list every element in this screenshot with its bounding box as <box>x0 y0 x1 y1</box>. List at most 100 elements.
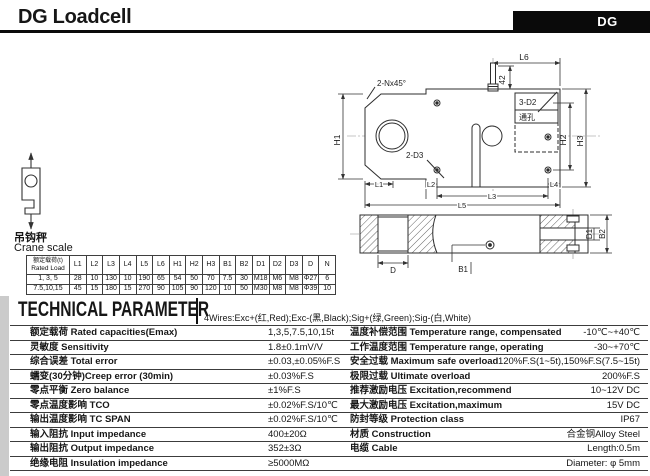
spec-value-left: 400±20Ω <box>268 428 307 440</box>
dimension-table-header: 额定载荷(t) Rated Load L1 L2 L3 L4 L5 L6 H1 … <box>26 255 336 275</box>
dim-value: 65 <box>152 274 170 285</box>
dim-label-42: 42 <box>497 75 507 85</box>
spec-label-left: 绝缘电阻 Insulation impedance <box>30 457 168 469</box>
dim-value: 10 <box>118 274 137 285</box>
spec-value-left: ≥5000MΩ <box>268 457 310 469</box>
dim-value: 10 <box>318 284 336 295</box>
screw-center <box>488 243 492 247</box>
spec-row: 输出温度影响 TC SPAN ±0.02%F.S/10℃ 防封等级 Protec… <box>10 413 648 428</box>
dim-value: 6 <box>318 274 336 285</box>
page-title: DG Loadcell <box>18 6 132 28</box>
load-hole-outer <box>375 119 409 153</box>
spec-value-left: 1.8±0.1mV/V <box>268 341 323 353</box>
spec-value-left: ±0.02%F.S/10℃ <box>268 414 338 425</box>
dim-col-l5: L5 <box>135 255 154 275</box>
spec-value-left: 352±3Ω <box>268 443 302 454</box>
dim-value: 30 <box>235 274 253 285</box>
top-view-dimensions <box>377 214 612 274</box>
dim-label-l5: L5 <box>458 201 466 210</box>
loadcell-body <box>364 88 561 188</box>
dim-value: 7.5 <box>218 274 237 285</box>
crane-label-en: Crane scale <box>14 242 73 254</box>
spec-value-left: ±0.02%F.S/10℃ <box>268 399 338 411</box>
dim-value: 190 <box>135 274 154 285</box>
dim-value: 10 <box>218 284 237 295</box>
dim-value: 15 <box>85 284 104 295</box>
dim-label-b1: B1 <box>458 265 468 274</box>
rated-load-header: 额定载荷(t) Rated Load <box>26 255 70 275</box>
spec-label-left: 综合误差 Total error <box>30 356 118 367</box>
dim-col-l3: L3 <box>102 255 120 275</box>
spec-value-left: ±0.03,±0.05%F.S <box>268 356 341 367</box>
scan-edge-strip <box>0 296 9 476</box>
holes-right-note-label: 3-D2 <box>519 98 537 107</box>
chamfer-note-label: 2-Nx45° <box>377 79 406 88</box>
center-hole <box>481 125 503 147</box>
dim-col-h2: H2 <box>185 255 203 275</box>
wiring-note: 4Wires:Exc+(红,Red);Exc-(黑,Black);Sig+(绿,… <box>204 313 472 323</box>
dim-value: 90 <box>152 284 170 295</box>
spec-value-right: 合金钢Alloy Steel <box>566 428 640 440</box>
rated-load-value: 1, 3, 5 <box>26 274 70 285</box>
dim-col-l2: L2 <box>85 255 104 275</box>
side-dimensions <box>338 58 591 208</box>
dim-value: 120 <box>202 284 220 295</box>
model-badge: DG <box>513 11 650 31</box>
crane-cell-hole <box>24 174 38 188</box>
dim-label-h3: H3 <box>575 135 585 146</box>
dim-col-h1: H1 <box>168 255 187 275</box>
load-hole-inner <box>378 122 406 150</box>
dim-value: 50 <box>235 284 253 295</box>
screw <box>485 240 495 250</box>
section-title: TECHNICAL PARAMETER <box>18 298 210 321</box>
spec-label-left: 零点温度影响 TCO <box>30 399 110 411</box>
spec-label-left: 蠕变(30分钟)Creep error (30min) <box>30 370 174 382</box>
spec-row: 输出阻抗 Output impedance 352±3Ω 电缆 Cable Le… <box>10 442 648 457</box>
bolt-top <box>566 215 580 223</box>
dim-value: M6 <box>268 274 287 285</box>
dim-value: M8 <box>285 274 303 285</box>
dim-value: 50 <box>185 274 203 285</box>
through-hole-callout <box>514 91 559 153</box>
dim-label-l6: L6 <box>519 52 529 62</box>
holes-left-leader <box>426 159 445 179</box>
crane-label-cn: 吊钩秤 <box>14 232 47 244</box>
dim-col-b1: B1 <box>218 255 237 275</box>
dim-col-b2: B2 <box>235 255 253 275</box>
spec-row: 零点平衡 Zero balance ±1%F.S 推荐激励电压 Excitati… <box>10 384 648 399</box>
spec-label-left: 零点平衡 Zero balance <box>30 385 130 396</box>
dim-label-d: D <box>390 266 396 275</box>
dim-label-l4: L4 <box>550 180 558 189</box>
spec-row: 输入阻抗 Input impedance 400±20Ω 材质 Construc… <box>10 428 648 442</box>
spec-value-right: 10~12V DC <box>590 385 640 396</box>
spec-label-left: 输出温度影响 TC SPAN <box>30 414 131 425</box>
spec-label-right: 推荐激励电压 Excitation,recommend <box>350 385 512 396</box>
rated-load-header-en: Rated Load <box>31 264 65 272</box>
spec-row: 额定载荷 Rated capacities(Emax) 1,3,5,7.5,10… <box>10 326 648 341</box>
dim-value: 105 <box>168 284 187 295</box>
dim-value: 15 <box>118 284 137 295</box>
spec-label-left: 额定载荷 Rated capacities(Emax) <box>30 327 178 338</box>
spec-label-left: 输出阻抗 Output impedance <box>30 443 155 454</box>
spec-value-left: ±0.03%F.S <box>268 370 314 382</box>
dim-col-d3: D3 <box>285 255 303 275</box>
spec-value-right: IP67 <box>620 414 640 425</box>
dim-value: 70 <box>202 274 220 285</box>
spec-label-right: 电缆 Cable <box>350 443 398 454</box>
through-hole-label: 通孔 <box>519 112 535 122</box>
dim-value: Φ27 <box>301 274 320 285</box>
dimension-row-large: 7.5,10,15 45 15 180 15 270 90 105 90 120… <box>26 284 336 295</box>
hatch-left <box>359 214 379 254</box>
mounting-holes <box>433 99 552 174</box>
crane-scale-icon <box>21 152 41 230</box>
dim-value: M8 <box>285 284 303 295</box>
title-underline <box>0 30 650 33</box>
spec-table: 额定载荷 Rated capacities(Emax) 1,3,5,7.5,10… <box>10 325 648 471</box>
spec-value-right: Diameter: φ 5mm <box>566 457 640 469</box>
spec-label-right: 工作温度范围 Temperature range, operating <box>350 341 544 353</box>
rated-load-header-cn: 额定载荷(t) <box>33 257 63 264</box>
spec-value-left: 1,3,5,7.5,10,15t <box>268 327 335 338</box>
dimension-row-small: 1, 3, 5 28 10 130 10 190 65 54 50 70 7.5… <box>26 274 336 285</box>
rated-load-value: 7.5,10,15 <box>26 284 70 295</box>
dim-label-l2: L2 <box>427 180 435 189</box>
